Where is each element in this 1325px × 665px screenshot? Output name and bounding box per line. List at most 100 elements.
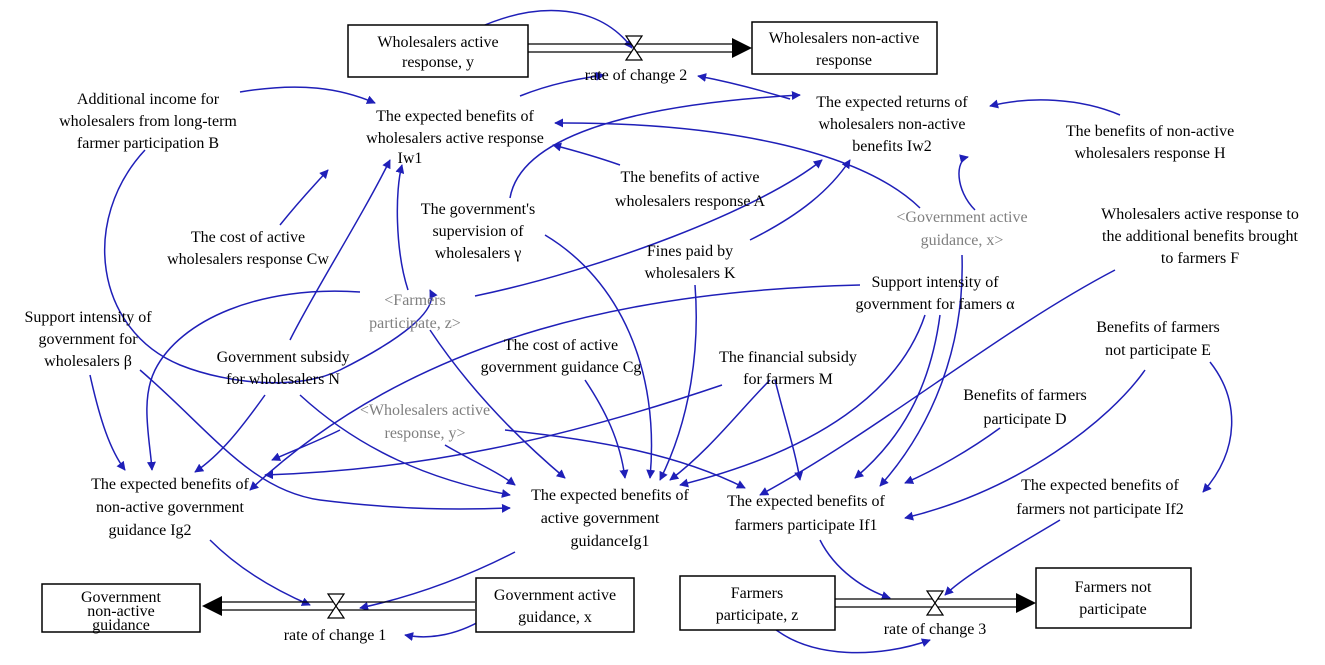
- var-label-line: The expected benefits of: [376, 108, 534, 125]
- link-E-to-if2: [1202, 361, 1233, 493]
- var-label-line: The cost of active: [504, 337, 618, 354]
- link-H-to-iw2: [989, 99, 1121, 116]
- shadow-label-line: <Farmers: [384, 292, 445, 309]
- link-gamma-to-ig1: [544, 234, 656, 479]
- var-H: The benefits of non-active wholesalers r…: [1066, 123, 1234, 162]
- stock-wholesalers-active: Wholesalers active response, y: [347, 24, 529, 78]
- var-alpha: Support intensity of government for fame…: [856, 274, 1016, 313]
- stock-label-line: guidance, x: [518, 609, 592, 626]
- var-ig1: The expected benefits of active governme…: [531, 487, 689, 550]
- link-gov-to-iw1: [554, 118, 921, 209]
- var-A: The benefits of active wholesalers respo…: [615, 169, 766, 210]
- var-label-line: wholesalers active response: [366, 130, 544, 147]
- link-B-to-ig2: [104, 149, 438, 384]
- var-if2: The expected benefits of farmers not par…: [1016, 477, 1183, 518]
- stock-label-line: Farmers: [731, 585, 783, 602]
- link-farmz-to-ig1: [429, 329, 566, 479]
- link-whole-to-ig1: [444, 444, 516, 486]
- var-label-line: guidanceIg1: [570, 533, 649, 550]
- var-iw2: The expected returns of wholesalers non-…: [816, 94, 968, 155]
- var-label-line: Support intensity of: [24, 309, 152, 326]
- stock-government-nonactive: Government non-active guidance: [41, 583, 201, 634]
- var-label-line: The cost of active: [191, 229, 305, 246]
- link-M-to-if1: [774, 379, 804, 481]
- link-K-to-ig1: [659, 284, 697, 481]
- link-Cg-to-ig1: [584, 379, 629, 479]
- link-if1-to-rate3: [819, 539, 891, 600]
- flow-label-rate2: rate of change 2: [585, 67, 688, 84]
- shadow-label-line: <Wholesalers active: [360, 402, 490, 419]
- link-z-to-rate3: [769, 624, 931, 654]
- stock-government-active: Government active guidance, x: [475, 577, 635, 633]
- var-label-line: for wholesalers N: [226, 371, 340, 388]
- link-whole-to-ig2: [271, 429, 341, 461]
- stock-label-line: Wholesalers non-active: [769, 30, 920, 47]
- shadow-label-line: response, y>: [384, 425, 465, 442]
- var-label-line: the additional benefits brought: [1102, 228, 1299, 245]
- var-K: Fines paid by wholesalers K: [644, 243, 736, 282]
- var-label-line: wholesalers K: [644, 265, 736, 282]
- var-label-line: guidance Ig2: [108, 522, 191, 539]
- link-M-to-ig2: [264, 384, 723, 480]
- var-label-line: The expected benefits of: [91, 476, 249, 493]
- var-ig2: The expected benefits of non-active gove…: [91, 476, 249, 539]
- var-label-line: Wholesalers active response to: [1101, 206, 1299, 223]
- flow-rate1: [202, 593, 475, 619]
- link-N-to-iw1: [289, 159, 391, 341]
- var-M: The financial subsidy for farmers M: [719, 349, 857, 388]
- stock-label-line: non-active: [87, 603, 155, 620]
- valve-icon: [326, 593, 346, 619]
- link-alpha-to-ig1: [679, 314, 926, 488]
- link-M-to-ig1: [669, 379, 771, 481]
- flow-rate3: [835, 590, 1036, 616]
- var-N: Government subsidy for wholesalers N: [217, 349, 350, 388]
- stock-label-line: guidance: [92, 617, 150, 634]
- link-ig2-to-rate1: [209, 539, 311, 606]
- flow-arrowhead: [732, 38, 752, 58]
- link-A-to-iw1: [552, 142, 621, 166]
- var-label-line: farmers not participate If2: [1016, 501, 1183, 518]
- var-if1: The expected benefits of farmers partici…: [727, 493, 885, 534]
- var-label-line: Additional income for: [77, 91, 220, 108]
- var-label-line: not participate E: [1105, 342, 1211, 359]
- link-D-to-if1: [904, 427, 1001, 484]
- var-label-line: The benefits of active: [620, 169, 759, 186]
- var-label-line: government for: [38, 331, 138, 348]
- var-label-line: participate D: [983, 411, 1066, 428]
- link-ig1-to-rate1: [359, 551, 516, 611]
- link-gamma-to-iw2: [509, 90, 801, 199]
- link-iw1-to-rate2: [519, 71, 605, 97]
- var-label-line: wholesalers response A: [615, 193, 766, 210]
- var-Cw: The cost of active wholesalers response …: [167, 229, 329, 268]
- var-B: Additional income for wholesalers from l…: [59, 91, 237, 152]
- var-label-line: The benefits of non-active: [1066, 123, 1234, 140]
- stock-label-line: response, y: [402, 54, 474, 71]
- var-gamma: The government's supervision of wholesal…: [421, 201, 535, 262]
- var-label-line: wholesalers response H: [1074, 145, 1226, 162]
- link-farmz-to-iw2: [474, 159, 823, 297]
- link-E-to-if1: [904, 369, 1146, 521]
- shadow-var-farmers-participate: <Farmers participate, z>: [369, 292, 461, 332]
- link-alpha-to-if1: [854, 314, 941, 479]
- link-gov-to-if1: [879, 254, 963, 487]
- var-label-line: wholesalers non-active: [818, 116, 965, 133]
- var-beta: Support intensity of government for whol…: [24, 309, 152, 370]
- var-label-line: non-active government: [96, 499, 245, 516]
- var-label-line: The expected benefits of: [727, 493, 885, 510]
- var-E: Benefits of farmers not participate E: [1096, 319, 1220, 359]
- stock-label-line: Wholesalers active: [377, 34, 498, 51]
- var-label-line: Government subsidy: [217, 349, 350, 366]
- var-D: Benefits of farmers participate D: [963, 387, 1087, 428]
- shadow-var-government-active: <Government active guidance, x>: [896, 209, 1027, 249]
- var-label-line: farmer participation B: [77, 135, 219, 152]
- var-label-line: active government: [541, 510, 660, 527]
- link-N-to-ig1: [299, 394, 511, 498]
- link-iw2-to-rate2: [697, 73, 791, 100]
- var-label-line: wholesalers γ: [435, 245, 522, 262]
- stock-label-line: Government active: [494, 587, 616, 604]
- link-K-to-iw2: [749, 159, 851, 241]
- var-label-line: Support intensity of: [871, 274, 999, 291]
- link-whole-to-if1: [504, 429, 746, 489]
- link-B-to-iw1: [239, 86, 376, 104]
- var-label-line: The expected returns of: [816, 94, 968, 111]
